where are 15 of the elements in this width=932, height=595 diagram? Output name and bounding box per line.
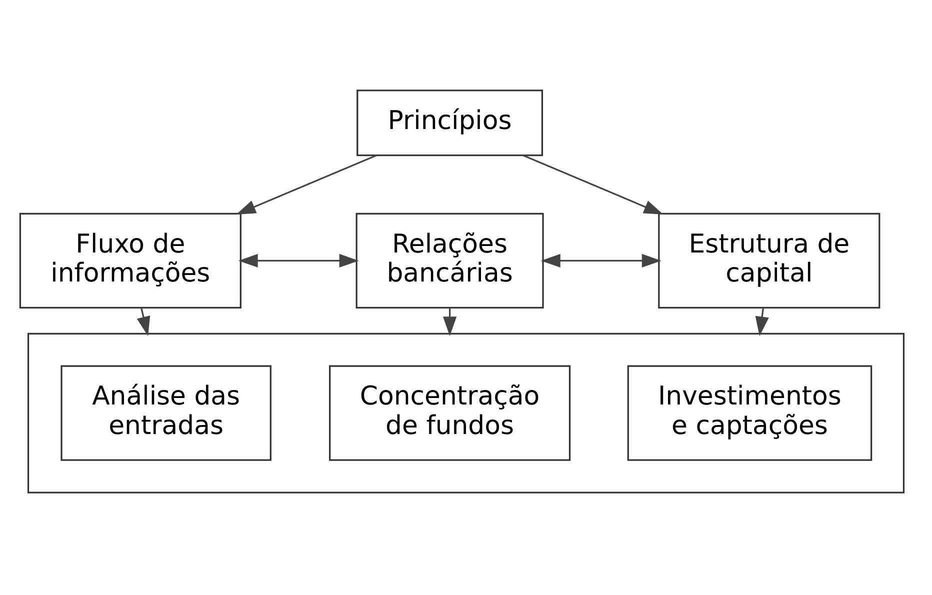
node-box: Investimentos e captações: [627, 364, 872, 460]
arrow: [442, 307, 457, 336]
arrow: [540, 253, 662, 268]
arrow: [755, 307, 769, 336]
arrow: [238, 253, 359, 268]
node-box: Relações bancárias: [356, 212, 544, 308]
node-box: Fluxo de informações: [19, 212, 242, 308]
arrow: [522, 154, 664, 214]
node-box: Análise das entradas: [60, 364, 272, 460]
cluster: [27, 332, 905, 493]
node-box: Concentração de fundos: [329, 364, 571, 460]
node-box: Princípios: [356, 89, 543, 156]
node-box: Estrutura de capital: [658, 212, 880, 308]
arrow: [236, 154, 377, 214]
arrow: [136, 307, 150, 336]
